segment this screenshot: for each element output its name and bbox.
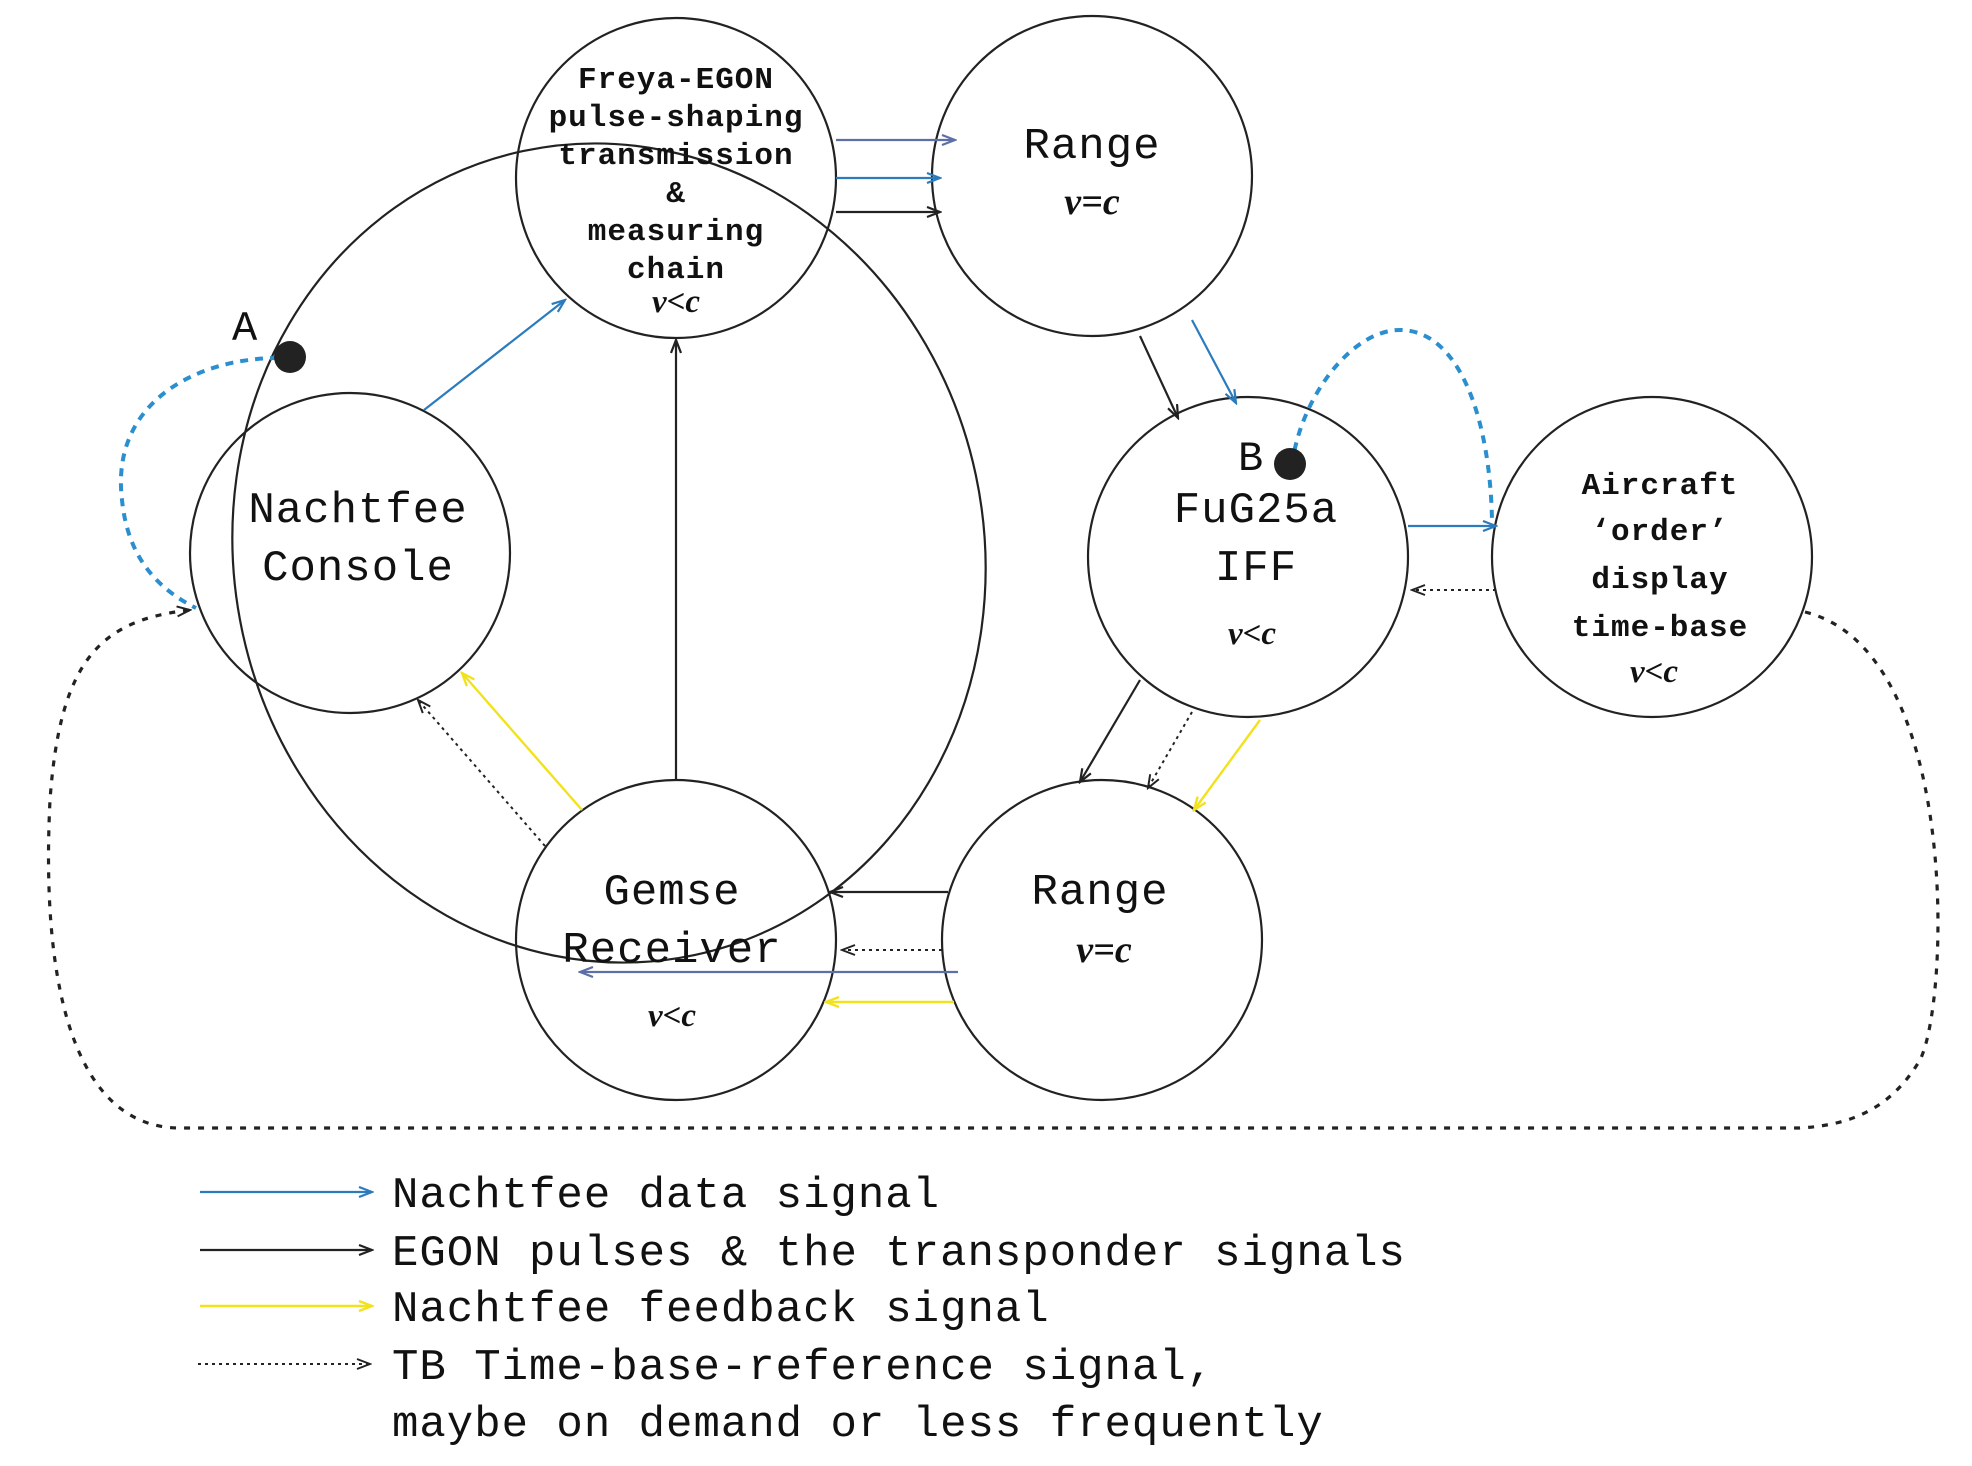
legend-text-black: EGON pulses & the transponder signals [392, 1229, 1406, 1279]
legend-text-dotted: TB Time-base-reference signal, [392, 1343, 1214, 1393]
arrow-fug-range-dotted [1148, 711, 1193, 788]
blue-dotted-loop-left [118, 356, 279, 610]
legend: Nachtfee data signal EGON pulses & the t… [198, 1171, 1406, 1450]
nachtfee-label-line-2: Console [262, 544, 454, 594]
point-b-label: B [1238, 435, 1263, 483]
aircraft-label-line-2: ‘order’ [1591, 515, 1728, 550]
range-bottom-label: Range [1031, 868, 1168, 918]
aircraft-label-line-3: display [1591, 563, 1728, 598]
range-bottom-velocity: v=c [1076, 929, 1132, 971]
fug-label-line-2: IFF [1215, 544, 1297, 594]
tb-reference-loop [46, 610, 1940, 1130]
legend-text-blue: Nachtfee data signal [392, 1171, 940, 1221]
aircraft-label-line-4: time-base [1572, 611, 1748, 646]
freya-label-line-5: measuring [588, 215, 764, 250]
range-top-label: Range [1023, 122, 1160, 172]
gemse-label-line-1: Gemse [603, 868, 740, 918]
point-a-label: A [232, 305, 258, 353]
range-top-node [930, 14, 1254, 338]
fug25a-iff-node [1086, 395, 1410, 719]
legend-text-dotted-line-2: maybe on demand or less frequently [392, 1400, 1324, 1450]
nachtfee-label-line-1: Nachtfee [248, 486, 467, 536]
signal-loop-ellipse [231, 142, 987, 964]
blue-dotted-loop-right [1290, 327, 1494, 521]
gemse-label-line-2: Receiver [562, 926, 781, 976]
range-bottom-node [940, 778, 1264, 1102]
fug-label-line-1: FuG25a [1174, 486, 1338, 536]
freya-label-line-3: transmission [558, 139, 793, 174]
arrow-gemse-nachtfee-yellow [462, 673, 583, 811]
aircraft-display-node [1490, 395, 1814, 719]
range-top-velocity: v=c [1064, 181, 1120, 223]
freya-label-line-6: chain [627, 253, 725, 288]
arrow-nachtfee-freya-blue [423, 300, 565, 411]
aircraft-velocity: v<c [1630, 654, 1678, 690]
freya-velocity: v<c [652, 284, 700, 320]
arrow-fug-range-yellow [1194, 719, 1261, 810]
freya-label-line-4: & [666, 177, 686, 212]
gemse-velocity: v<c [648, 998, 696, 1034]
arrow-range-fug-black [1139, 335, 1178, 418]
point-a-marker [274, 341, 306, 373]
arrow-gemse-nachtfee-dotted [418, 700, 546, 847]
point-b-marker [1274, 448, 1306, 480]
legend-text-yellow: Nachtfee feedback signal [392, 1285, 1050, 1335]
freya-label-line-2: pulse-shaping [549, 101, 804, 136]
arrow-range-fug-blue [1191, 319, 1236, 403]
freya-label-line-1: Freya-EGON [578, 63, 774, 98]
nachtfee-console-node [188, 391, 512, 715]
arrow-fug-range-black [1080, 679, 1141, 782]
fug-velocity: v<c [1228, 616, 1276, 652]
aircraft-label-line-1: Aircraft [1582, 469, 1739, 504]
